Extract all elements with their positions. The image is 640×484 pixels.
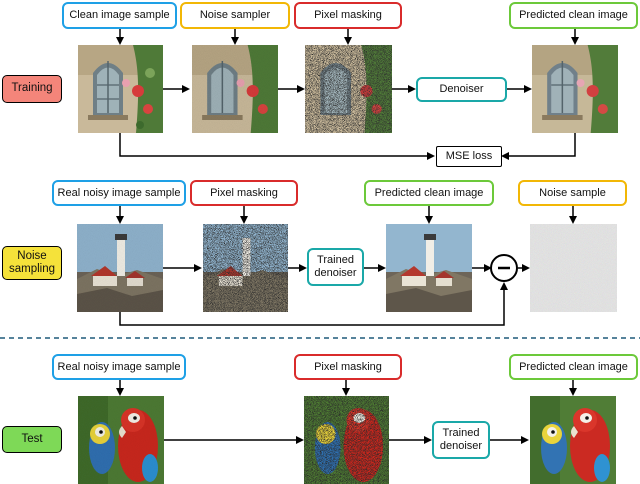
real-noisy-image-sample-label-ns: Real noisy image sample bbox=[52, 180, 186, 206]
noise-sample-image bbox=[530, 224, 617, 312]
real-noisy-image-sample-text-ns: Real noisy image sample bbox=[57, 186, 181, 199]
noise-sampler-label: Noise sampler bbox=[180, 2, 290, 29]
trained-denoiser-box-test: Trained denoiser bbox=[432, 421, 490, 459]
trained-denoiser-box-ns: Trained denoiser bbox=[307, 248, 364, 286]
masked-parrots-image bbox=[304, 396, 389, 484]
noise-sample-label: Noise sample bbox=[518, 180, 627, 206]
trained-denoiser-ns-line2: denoiser bbox=[314, 267, 357, 279]
stage-label-training: Training bbox=[2, 75, 62, 103]
stage-label-test-text: Test bbox=[21, 432, 43, 445]
predicted-window-image bbox=[532, 45, 618, 133]
predicted-clean-image-label-ns: Predicted clean image bbox=[364, 180, 494, 206]
trained-denoiser-test-line1: Trained bbox=[442, 427, 480, 440]
stage-label-test: Test bbox=[2, 426, 62, 453]
pixel-masking-label-ns: Pixel masking bbox=[190, 180, 298, 206]
stage-label-noise-line1: Noise bbox=[17, 250, 47, 263]
clean-window-image bbox=[78, 45, 163, 133]
mse-loss-text: MSE loss bbox=[445, 150, 493, 163]
masked-window-image bbox=[305, 45, 392, 133]
clean-image-sample-label: Clean image sample bbox=[62, 2, 177, 29]
predicted-clean-image-label-test: Predicted clean image bbox=[509, 354, 638, 380]
stage-label-noise-line2: sampling bbox=[8, 263, 56, 275]
noise-sample-text: Noise sample bbox=[539, 186, 606, 199]
predicted-lighthouse-image bbox=[386, 224, 472, 312]
mse-loss-box: MSE loss bbox=[436, 146, 502, 167]
denoiser-box: Denoiser bbox=[416, 77, 507, 102]
pixel-masking-label-test: Pixel masking bbox=[294, 354, 402, 380]
real-noisy-image-sample-label-test: Real noisy image sample bbox=[52, 354, 186, 380]
predicted-parrots-image bbox=[530, 396, 616, 484]
denoiser-text: Denoiser bbox=[439, 83, 484, 96]
trained-denoiser-test-line2: denoiser bbox=[439, 440, 483, 452]
noisy-window-image bbox=[192, 45, 278, 133]
noise-sampler-text: Noise sampler bbox=[199, 9, 271, 22]
stage-label-noise-sampling: Noise sampling bbox=[2, 246, 62, 280]
subtract-node bbox=[490, 254, 518, 282]
pixel-masking-label-training: Pixel masking bbox=[294, 2, 402, 29]
noisy-parrots-image bbox=[78, 396, 164, 484]
predicted-clean-image-text-test: Predicted clean image bbox=[519, 360, 628, 373]
predicted-clean-image-text-ns: Predicted clean image bbox=[374, 186, 484, 199]
stage-label-training-text: Training bbox=[11, 82, 53, 95]
pixel-masking-text-test: Pixel masking bbox=[314, 360, 382, 373]
predicted-clean-image-text-training: Predicted clean image bbox=[519, 9, 628, 22]
noisy-lighthouse-image bbox=[77, 224, 163, 312]
predicted-clean-image-label-training: Predicted clean image bbox=[509, 2, 638, 29]
masked-lighthouse-image bbox=[203, 224, 288, 312]
clean-image-sample-text: Clean image sample bbox=[69, 9, 170, 22]
pixel-masking-text-training: Pixel masking bbox=[314, 9, 382, 22]
trained-denoiser-ns-line1: Trained bbox=[317, 254, 354, 267]
real-noisy-image-sample-text-test: Real noisy image sample bbox=[57, 360, 181, 373]
pixel-masking-text-ns: Pixel masking bbox=[210, 186, 278, 199]
